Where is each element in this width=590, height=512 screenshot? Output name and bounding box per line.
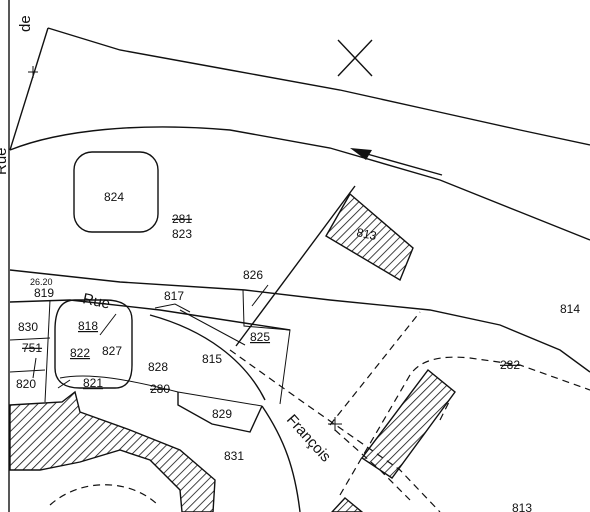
parcel-821-boundary	[59, 375, 263, 407]
parcel-751-boundary	[9, 337, 51, 341]
parcel-label-827: 827	[102, 344, 122, 358]
road-edge-bottom	[9, 126, 590, 241]
parcel-815-curve	[149, 314, 266, 401]
parcel-label-280: 280	[150, 382, 170, 396]
parcel-label-823: 823	[172, 227, 192, 241]
street-label-rue-edge: Rue	[0, 147, 10, 175]
building-right-hatched	[360, 368, 456, 479]
parcel-label-282: 282	[500, 358, 520, 372]
parcel-elevation-819: 26.20	[30, 277, 53, 287]
parcel-label-822: 822	[70, 346, 90, 360]
street-dashed-edge-5	[439, 399, 451, 421]
parcel-pointer-821	[57, 379, 71, 389]
street-dashed-edge-2	[329, 311, 421, 426]
building-813-hatched	[325, 192, 414, 282]
parcel-label-751: 751	[22, 341, 42, 355]
parcel-label-830: 830	[18, 320, 38, 334]
parcel-820-boundary	[9, 369, 46, 373]
parcel-label-825: 825	[250, 330, 270, 344]
parcel-label-819: 819	[34, 286, 54, 300]
parcel-pointer-751	[32, 357, 37, 379]
road-edge-left	[9, 27, 49, 151]
parcel-829-outline	[177, 392, 263, 433]
direction-arrow-shaft	[359, 151, 443, 176]
building-bottom-left-hatched	[9, 390, 216, 512]
parcel-830-boundary	[44, 299, 51, 403]
block-boundary-row2	[9, 299, 291, 331]
parcel-818-enclosure	[54, 299, 133, 389]
parcel-label-815: 815	[202, 352, 222, 366]
parcel-label-814: 814	[560, 302, 580, 316]
parcel-831-boundary	[261, 405, 301, 512]
parcel-label-826: 826	[243, 268, 263, 282]
parcel-label-818: 818	[78, 319, 98, 333]
street-label-de: de	[17, 15, 34, 32]
street-label-francois: François	[283, 411, 334, 465]
parcel-label-821: 821	[83, 376, 103, 390]
parcel-817-boundary	[154, 303, 191, 313]
parcel-824-outline	[73, 151, 159, 233]
parcel-label-813-bottom: 813	[512, 501, 532, 512]
parcel-diagonal-divider	[235, 185, 356, 347]
courtyard-dashed-arc	[49, 484, 159, 506]
parcel-label-829: 829	[212, 407, 232, 421]
road-edge-top	[47, 27, 590, 146]
parcel-label-824: 824	[104, 190, 124, 204]
street-dashed-edge-1	[229, 349, 441, 512]
block-boundary-upper	[9, 269, 590, 373]
parcel-label-281: 281	[172, 212, 192, 226]
parcel-826-boundary	[242, 289, 291, 405]
direction-arrow-head	[350, 148, 372, 160]
parcel-825-line	[179, 309, 246, 346]
survey-cross-mark	[28, 66, 38, 78]
building-bottom-hatched	[331, 497, 364, 512]
parcel-label-831: 831	[224, 449, 244, 463]
parcel-label-817: 817	[164, 289, 184, 303]
parcel-label-820: 820	[16, 377, 36, 391]
street-label-rue: Rue	[81, 290, 111, 312]
parcel-label-813: 813	[355, 225, 378, 243]
survey-x-mark-2	[337, 39, 373, 77]
street-dashed-edge-4	[339, 356, 590, 496]
parcel-pointer-818	[99, 313, 117, 336]
parcel-label-828: 828	[148, 360, 168, 374]
parcel-pointer-826	[251, 284, 269, 307]
